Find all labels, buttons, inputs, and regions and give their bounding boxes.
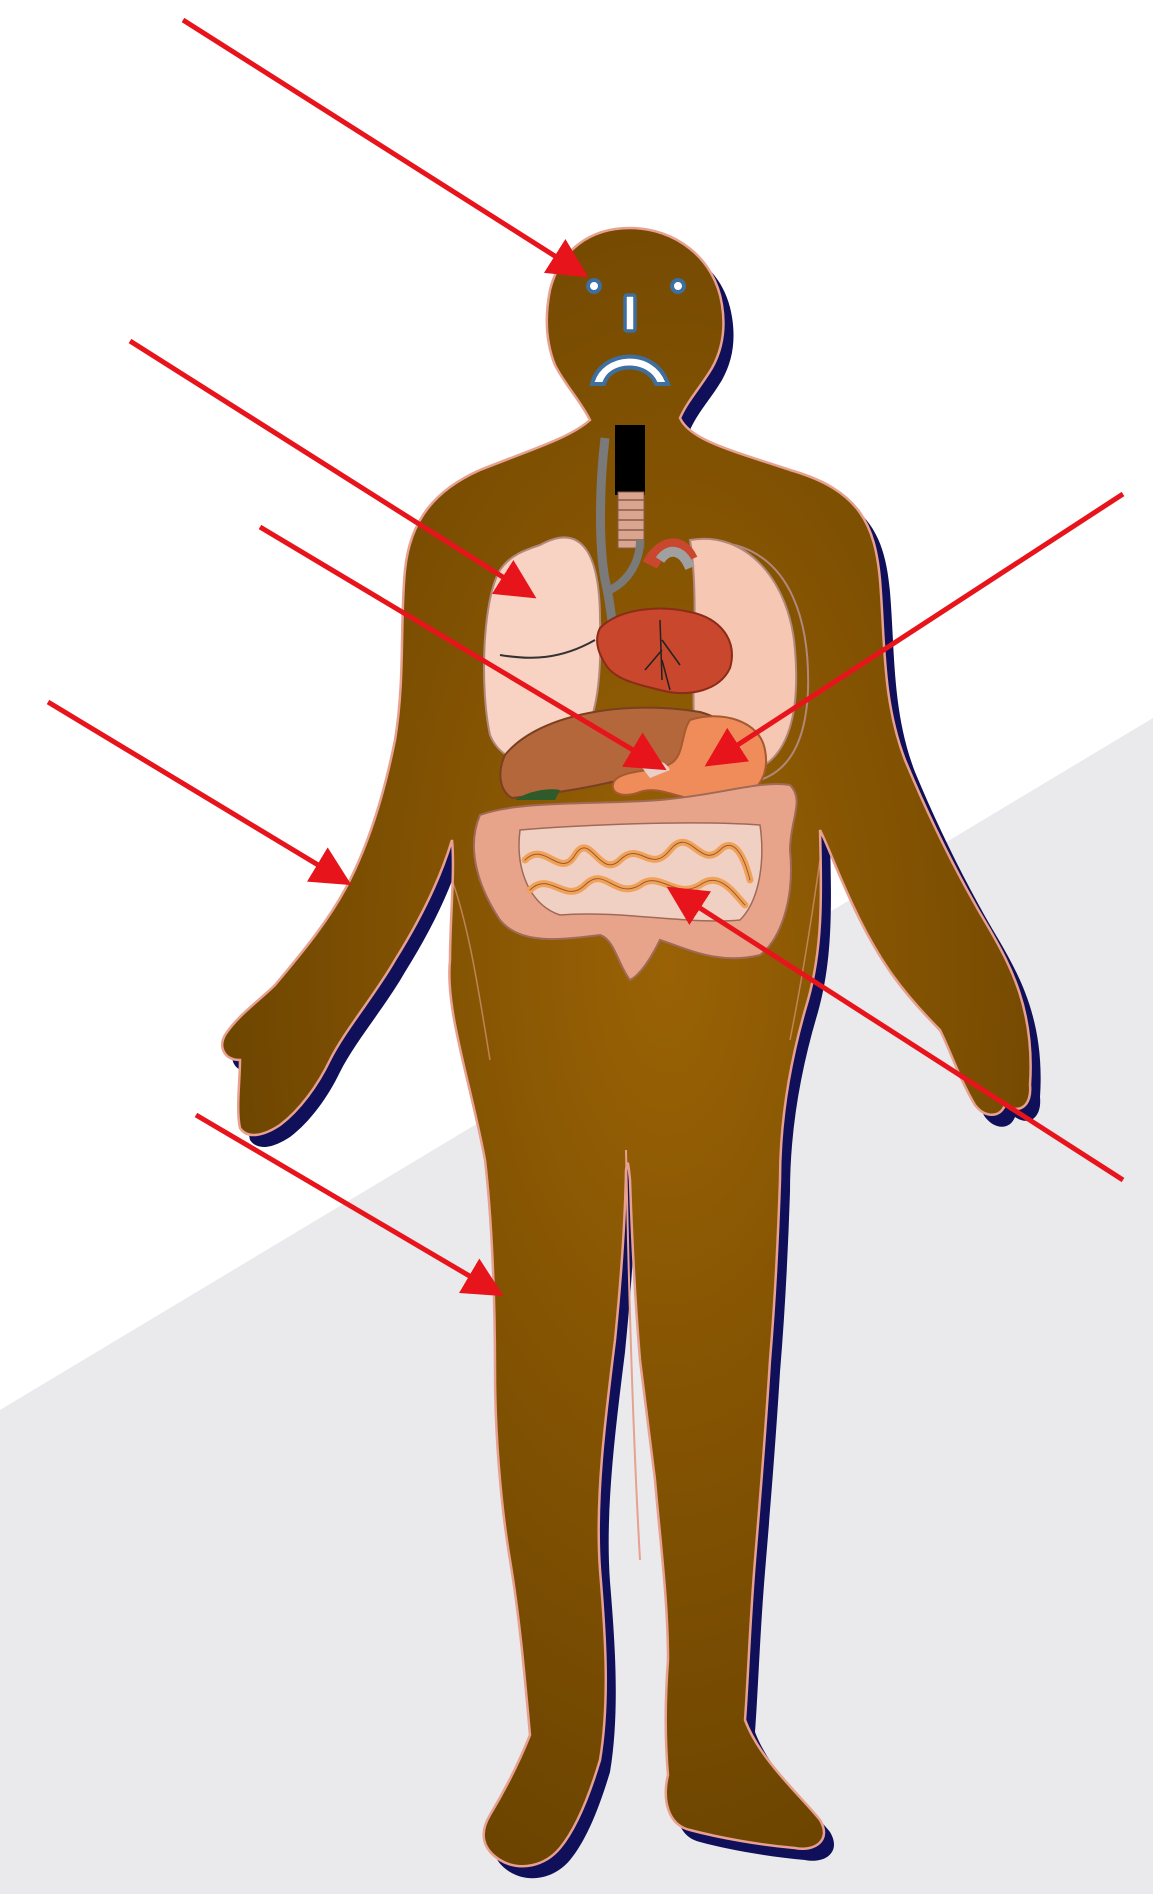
pointer-arm bbox=[48, 702, 343, 880]
pointer-head bbox=[183, 20, 580, 272]
pointer-lung bbox=[130, 341, 528, 593]
